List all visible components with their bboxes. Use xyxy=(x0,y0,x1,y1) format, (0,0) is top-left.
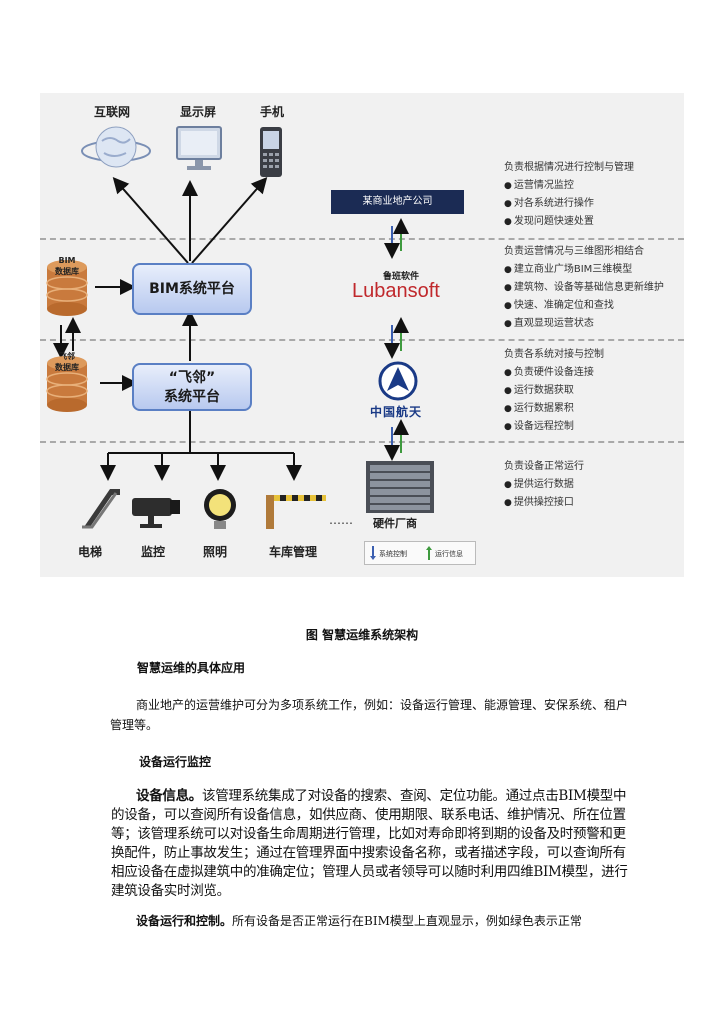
info-item: 运营情况监控 xyxy=(504,177,634,195)
phone-icon xyxy=(260,127,282,177)
info-group-hardware: 负责设备正常运行 提供运行数据 提供操控接口 xyxy=(504,458,584,512)
escalator-icon xyxy=(82,489,120,529)
connector-lines xyxy=(53,176,409,481)
term-device-info: 设备信息。 xyxy=(136,788,202,804)
device-info-text: 该管理系统集成了对设备的搜索、查阅、定位功能。通过点击BIM模型中的设备，可以查… xyxy=(111,788,628,899)
casc-text: 中国航天 xyxy=(370,405,423,419)
info-group-management: 负责根据情况进行控制与管理 运营情况监控 对各系统进行操作 发现问题快速处置 xyxy=(504,159,634,231)
info-group-bim: 负责运营情况与三维图形相结合 建立商业广场BIM三维模型 建筑物、设备等基础信息… xyxy=(504,243,664,333)
info-title: 负责运营情况与三维图形相结合 xyxy=(504,246,644,257)
label-monitoring: 监控 xyxy=(141,545,166,559)
casc-emblem-icon xyxy=(378,361,418,401)
feilin-db-label1: 飞邻 xyxy=(59,352,75,361)
info-item: 运行数据获取 xyxy=(504,382,604,400)
feilin-db-label2: 数据库 xyxy=(55,363,79,372)
paragraph-device-control: 设备运行和控制。所有设备是否正常运行在BIM模型上直观显示，例如绿色表示正常 xyxy=(111,911,651,931)
info-item: 负责硬件设备连接 xyxy=(504,364,604,382)
info-item: 建筑物、设备等基础信息更新维护 xyxy=(504,279,664,297)
label-elevator: 电梯 xyxy=(78,545,103,559)
blue-arrow-icon xyxy=(370,546,376,560)
label-phone: 手机 xyxy=(260,105,285,119)
paragraph-intro: 商业地产的运营维护可分为多项系统工作，例如：设备运行管理、能源管理、安保系统、租… xyxy=(110,698,629,732)
feilin-platform-box: “飞邻” 系统平台 xyxy=(132,363,252,411)
green-arrow-icon xyxy=(426,546,432,560)
bim-db-label1: BIM xyxy=(58,256,76,265)
legend-info: 运行信息 xyxy=(435,550,463,558)
parking-gate-icon xyxy=(266,495,326,529)
globe-icon xyxy=(81,126,151,168)
device-control-text: 所有设备是否正常运行在BIM模型上直观显示，例如绿色表示正常 xyxy=(232,914,582,928)
feilin-platform-line1: “飞邻” xyxy=(168,370,216,386)
luban-en-logo: Lubansoft xyxy=(352,280,440,302)
luban-cn-text: 鲁班软件 xyxy=(383,272,420,282)
info-item: 直观显现运营状态 xyxy=(504,315,664,333)
label-garage: 车库管理 xyxy=(269,545,318,559)
separator-line xyxy=(40,441,684,443)
info-item: 设备远程控制 xyxy=(504,418,604,436)
info-title: 负责设备正常运行 xyxy=(504,461,584,472)
info-title: 负责各系统对接与控制 xyxy=(504,349,604,360)
legend-control: 系统控制 xyxy=(379,550,407,558)
label-display: 显示屏 xyxy=(180,105,217,119)
server-rack-icon xyxy=(366,461,434,513)
figure-caption: 图 智慧运维系统架构 xyxy=(305,628,419,642)
paragraph-device-info: 设备信息。该管理系统集成了对设备的搜索、查阅、定位功能。通过点击BIM模型中的设… xyxy=(111,787,629,901)
label-internet: 互联网 xyxy=(94,105,131,119)
section-heading-monitoring: 设备运行监控 xyxy=(139,755,212,769)
monitor-icon xyxy=(176,126,222,170)
bim-database-icon xyxy=(46,260,88,316)
legend: 系统控制 运行信息 xyxy=(364,541,476,565)
feilin-platform-line2: 系统平台 xyxy=(164,389,220,405)
info-item: 对各系统进行操作 xyxy=(504,195,634,213)
separator-line xyxy=(40,339,684,341)
term-device-control: 设备运行和控制。 xyxy=(136,914,233,928)
info-item: 发现问题快速处置 xyxy=(504,213,634,231)
info-title: 负责根据情况进行控制与管理 xyxy=(504,162,634,173)
info-item: 运行数据累积 xyxy=(504,400,604,418)
company-box: 某商业地产公司 xyxy=(331,190,464,214)
info-item: 提供运行数据 xyxy=(504,476,584,494)
section-heading-applications: 智慧运维的具体应用 xyxy=(137,661,246,675)
lightbulb-icon xyxy=(204,489,236,529)
bim-platform-box: BIM系统平台 xyxy=(132,263,252,315)
hardware-vendor-label: 硬件厂商 xyxy=(373,517,417,530)
info-item: 提供操控接口 xyxy=(504,494,584,512)
feilin-database-icon xyxy=(46,356,88,412)
info-group-integration: 负责各系统对接与控制 负责硬件设备连接 运行数据获取 运行数据累积 设备远程控制 xyxy=(504,346,604,436)
more-devices-dots: …… xyxy=(329,513,353,527)
info-item: 快速、准确定位和查找 xyxy=(504,297,664,315)
separator-line xyxy=(40,238,684,240)
label-lighting: 照明 xyxy=(203,545,228,559)
architecture-diagram: 互联网 显示屏 手机 BIM系统平台 “飞邻” 系统平台 xyxy=(40,93,684,577)
camera-icon xyxy=(132,498,180,528)
info-item: 建立商业广场BIM三维模型 xyxy=(504,261,664,279)
bim-db-label2: 数据库 xyxy=(55,267,79,276)
control-info-arrows xyxy=(384,218,409,461)
